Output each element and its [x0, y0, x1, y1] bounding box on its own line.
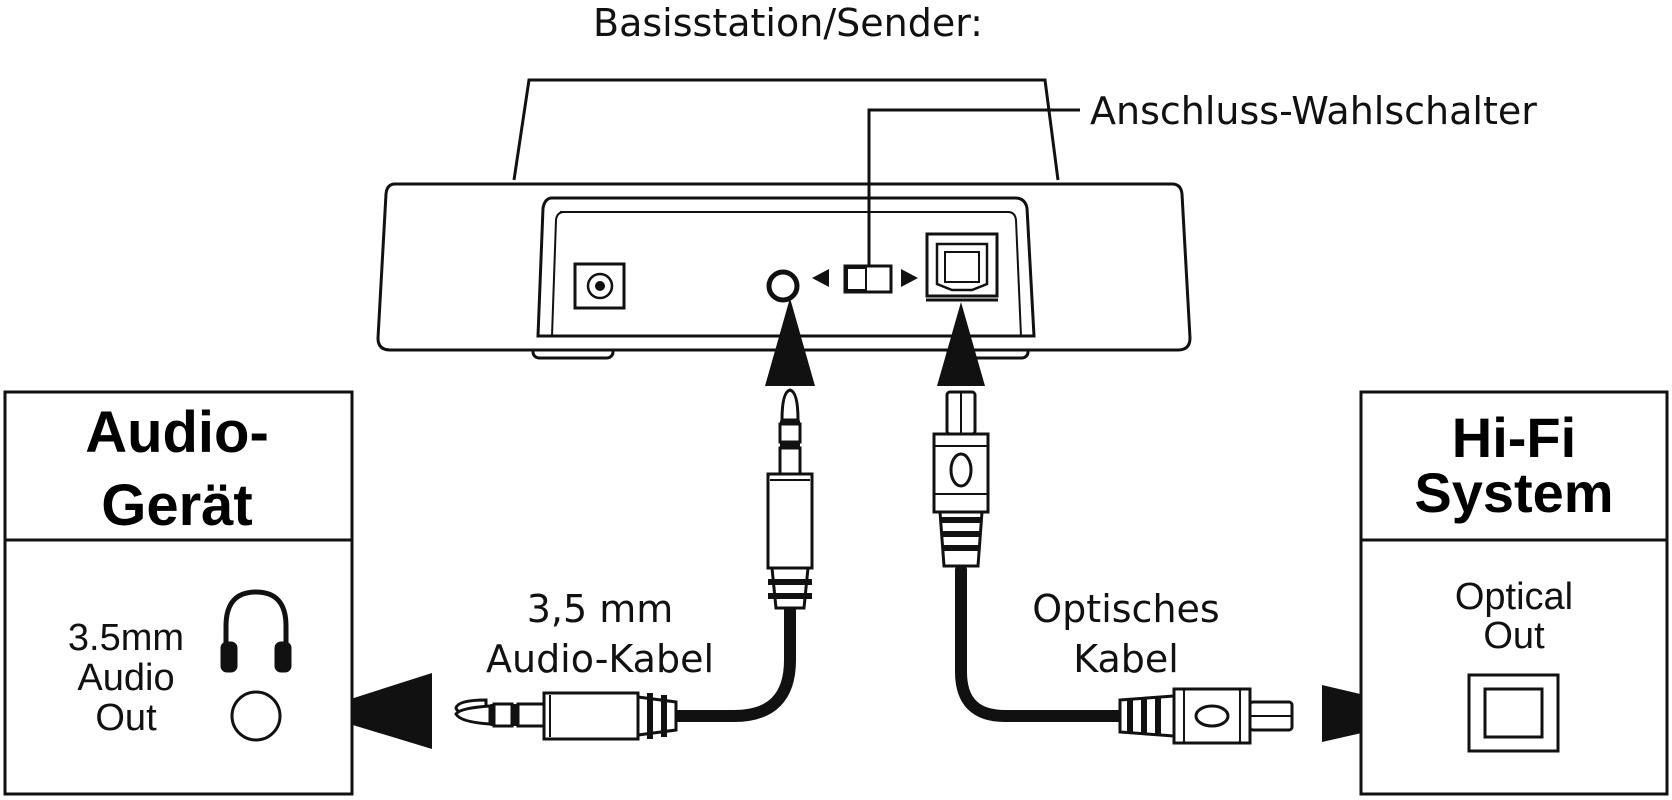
hifi-system-box: Hi-Fi System Optical Out — [1359, 390, 1669, 796]
arrow-left-icon — [310, 673, 432, 749]
optical-cable-label-line1: Optisches — [1032, 587, 1219, 631]
rear-panel — [536, 196, 1036, 338]
optical-out-port-icon — [1467, 673, 1560, 753]
switch-slider — [846, 267, 867, 291]
switch-callout-label: Anschluss-Wahlschalter — [1090, 89, 1537, 133]
optical-cable-wire — [955, 564, 1130, 722]
audio-port-label-line2: Audio — [77, 657, 174, 699]
audio-plug-vertical — [766, 388, 814, 610]
audio-port-label-line1: 3.5mm — [68, 617, 184, 659]
base-station — [376, 78, 1192, 360]
audio-cable-wire — [634, 594, 796, 722]
audio-cable: 3,5 mm Audio-Kabel — [454, 388, 814, 741]
audio-plug-horizontal — [454, 691, 678, 741]
headphones-icon — [220, 589, 292, 673]
hifi-title-line1: Hi-Fi — [1452, 406, 1576, 469]
optical-out-label-line1: Optical — [1455, 576, 1573, 618]
hifi-title-line2: System — [1414, 461, 1613, 524]
audio-cable-label-line1: 3,5 mm — [527, 587, 674, 631]
dc-power-jack — [573, 262, 626, 310]
audio-cable-label-line2: Audio-Kabel — [486, 637, 714, 681]
optical-cable-label-line2: Kabel — [1073, 637, 1179, 681]
optical-plug-vertical — [932, 390, 990, 568]
audio-out-port-icon — [230, 690, 282, 742]
arrow-up-optical-icon — [937, 302, 985, 386]
base-station-title: Basisstation/Sender: — [593, 1, 983, 45]
audio-port-label-line3: Out — [95, 697, 157, 739]
switch-arrow-left-icon — [812, 269, 829, 287]
audio-device-title-line2: Gerät — [101, 473, 253, 538]
audio-device-box: Audio- Gerät 3.5mm Audio Out — [3, 390, 354, 796]
optical-plug-horizontal — [1118, 687, 1294, 745]
arrow-up-audio-icon — [765, 298, 815, 386]
switch-callout-line — [867, 108, 1080, 266]
optical-port — [925, 232, 999, 302]
switch-arrow-right-icon — [901, 269, 918, 287]
audio-jack-port — [766, 269, 800, 303]
optical-out-label-line2: Out — [1483, 615, 1545, 657]
base-station-top — [512, 78, 1060, 181]
optical-cable: Optisches Kabel — [932, 390, 1294, 745]
audio-device-title-line1: Audio- — [85, 400, 269, 465]
